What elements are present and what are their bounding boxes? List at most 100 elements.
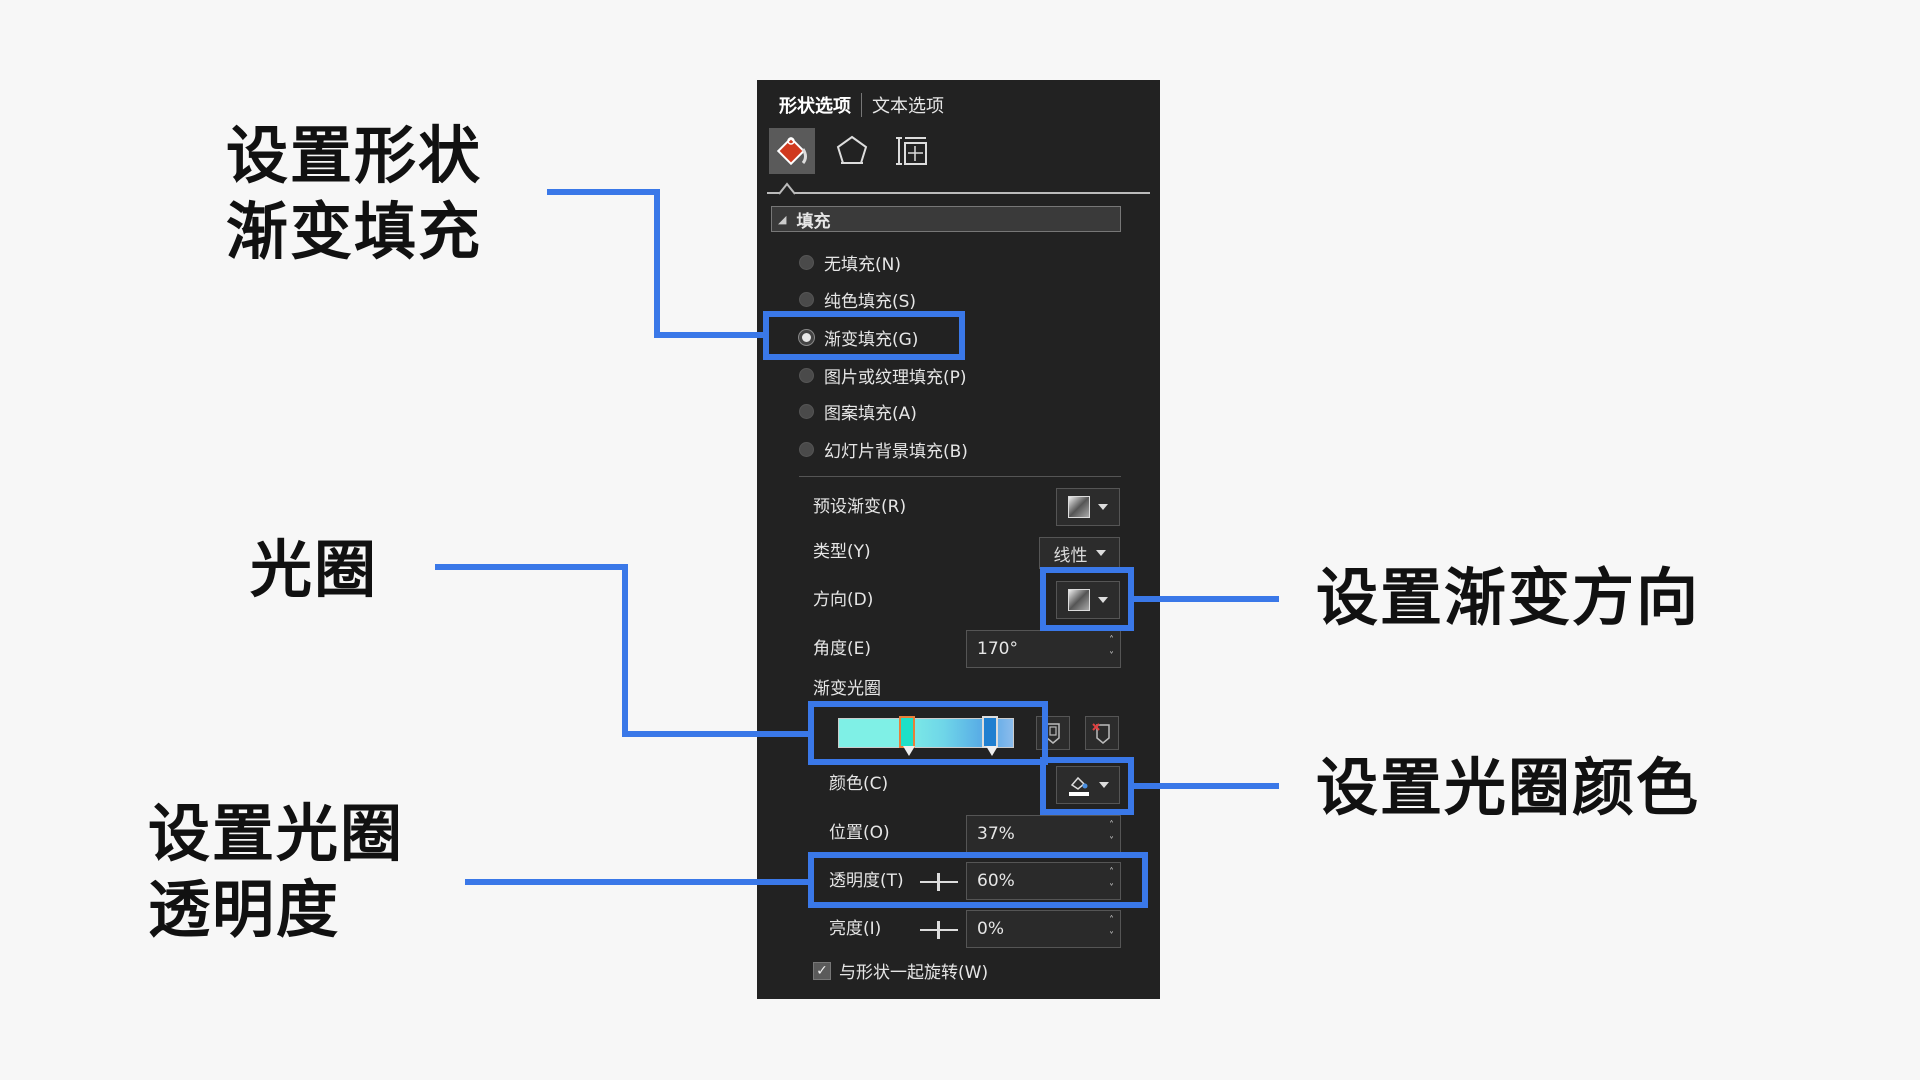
gradient-stop-2[interactable] bbox=[982, 716, 998, 756]
radio-label: 渐变填充(G) bbox=[824, 329, 919, 350]
spinner-arrows-icon[interactable]: ˄˅ bbox=[1109, 635, 1114, 662]
preset-gradient-dropdown[interactable] bbox=[1056, 488, 1120, 526]
radio-solid-fill[interactable]: 纯色填充(S) bbox=[799, 286, 916, 312]
highlight-gradient-stops bbox=[808, 701, 1048, 765]
dropdown-arrow-icon bbox=[1095, 550, 1106, 556]
section-divider bbox=[799, 476, 1121, 477]
remove-gradient-stop-button[interactable] bbox=[1085, 716, 1119, 750]
direction-label: 方向(D) bbox=[813, 590, 874, 610]
stop-pointer-icon bbox=[986, 746, 998, 756]
spinner-arrows-icon[interactable]: ˄˅ bbox=[1109, 915, 1114, 942]
radio-button[interactable] bbox=[799, 403, 814, 419]
preset-gradient-label: 预设渐变(R) bbox=[813, 497, 907, 517]
add-gradient-stop-button[interactable] bbox=[1036, 716, 1070, 750]
brightness-label: 亮度(I) bbox=[829, 919, 882, 939]
tab-underline bbox=[767, 192, 1150, 194]
radio-button[interactable] bbox=[799, 367, 814, 383]
section-title: 填充 bbox=[796, 211, 831, 232]
highlight-stop-color bbox=[1040, 757, 1134, 815]
radio-label: 图案填充(A) bbox=[824, 403, 917, 424]
radio-label: 纯色填充(S) bbox=[824, 291, 917, 312]
radio-gradient-fill[interactable]: 渐变填充(G) bbox=[799, 324, 918, 350]
angle-label: 角度(E) bbox=[813, 639, 872, 659]
highlight-direction bbox=[1040, 567, 1134, 631]
collapse-triangle-icon: ◢ bbox=[778, 212, 787, 226]
connector-transparency bbox=[465, 879, 810, 885]
transparency-spinner[interactable]: 60% ˄˅ bbox=[966, 862, 1121, 900]
connector-gradient-fill bbox=[654, 189, 660, 338]
connector-direction bbox=[1133, 596, 1279, 602]
dropdown-arrow-icon bbox=[1098, 504, 1108, 510]
effects-pentagon-icon[interactable] bbox=[829, 128, 875, 174]
radio-button[interactable] bbox=[799, 291, 814, 307]
active-tab-caret-icon bbox=[779, 182, 795, 195]
tab-shape-options[interactable]: 形状选项 bbox=[779, 96, 851, 117]
annotation-direction: 设置渐变方向 bbox=[1316, 560, 1700, 636]
radio-label: 幻灯片背景填充(B) bbox=[824, 441, 968, 462]
gradient-stop-1-selected[interactable] bbox=[899, 716, 915, 756]
brightness-spinner[interactable]: 0% ˄˅ bbox=[966, 910, 1121, 948]
connector-stop-color bbox=[1133, 783, 1279, 789]
stop-color-dropdown[interactable] bbox=[1056, 766, 1120, 804]
remove-stop-icon bbox=[1092, 723, 1110, 744]
rotate-with-shape-checkbox[interactable]: ✓ bbox=[813, 962, 831, 980]
radio-button-selected[interactable] bbox=[799, 329, 814, 345]
highlight-gradient-fill bbox=[763, 311, 965, 360]
connector-gradient-fill bbox=[547, 189, 660, 195]
position-spinner[interactable]: 37% ˄˅ bbox=[966, 815, 1121, 853]
spinner-arrows-icon[interactable]: ˄˅ bbox=[1109, 820, 1114, 847]
annotation-line: 设置渐变方向 bbox=[1316, 561, 1701, 634]
radio-button[interactable] bbox=[799, 441, 814, 457]
annotation-line: 设置形状 bbox=[226, 119, 483, 192]
fill-section-header[interactable]: ◢ 填充 bbox=[771, 206, 1121, 232]
highlight-transparency bbox=[808, 852, 1148, 908]
position-label: 位置(O) bbox=[829, 823, 890, 843]
radio-no-fill[interactable]: 无填充(N) bbox=[799, 249, 901, 275]
dropdown-arrow-icon bbox=[1098, 597, 1108, 603]
annotation-line: 渐变填充 bbox=[226, 195, 483, 268]
category-icons bbox=[769, 128, 935, 174]
gradient-direction-icon bbox=[1068, 589, 1090, 611]
paint-bucket-icon bbox=[1069, 776, 1089, 796]
radio-picture-fill[interactable]: 图片或纹理填充(P) bbox=[799, 362, 967, 388]
radio-pattern-fill[interactable]: 图案填充(A) bbox=[799, 398, 917, 424]
brightness-value: 0% bbox=[977, 919, 1004, 939]
annotation-transparency: 设置光圈 透明度 bbox=[148, 796, 404, 948]
color-label: 颜色(C) bbox=[829, 774, 889, 794]
tab-text-options[interactable]: 文本选项 bbox=[872, 96, 944, 117]
position-value: 37% bbox=[977, 824, 1015, 844]
panel-tabs: 形状选项 文本选项 bbox=[771, 88, 952, 122]
connector-gradient-fill bbox=[654, 332, 766, 338]
transparency-label: 透明度(T) bbox=[829, 871, 904, 891]
type-dropdown[interactable]: 线性 bbox=[1039, 537, 1120, 569]
radio-button[interactable] bbox=[799, 254, 814, 270]
radio-slide-background-fill[interactable]: 幻灯片背景填充(B) bbox=[799, 436, 968, 462]
transparency-slider[interactable] bbox=[920, 873, 958, 891]
transparency-value: 60% bbox=[977, 871, 1015, 891]
annotation-stop-color: 设置光圈颜色 bbox=[1316, 750, 1700, 826]
dropdown-arrow-icon bbox=[1099, 782, 1109, 788]
connector-gradient-stop bbox=[435, 564, 628, 570]
annotation-line: 设置光圈颜色 bbox=[1316, 751, 1701, 824]
radio-label: 图片或纹理填充(P) bbox=[824, 367, 967, 388]
angle-spinner[interactable]: 170° ˄˅ bbox=[966, 630, 1121, 668]
annotation-line: 设置光圈 bbox=[148, 797, 405, 870]
annotation-line: 光圈 bbox=[250, 533, 379, 606]
type-label: 类型(Y) bbox=[813, 542, 871, 562]
connector-gradient-stop bbox=[622, 731, 810, 737]
gradient-swatch-icon bbox=[1068, 496, 1090, 518]
type-value: 线性 bbox=[1053, 545, 1088, 566]
direction-dropdown[interactable] bbox=[1056, 581, 1120, 619]
spinner-arrows-icon[interactable]: ˄˅ bbox=[1109, 867, 1114, 894]
fill-line-icon[interactable] bbox=[769, 128, 815, 174]
connector-gradient-stop bbox=[622, 564, 628, 737]
gradient-stops-label: 渐变光圈 bbox=[813, 679, 881, 699]
annotation-gradient-fill: 设置形状 渐变填充 bbox=[226, 118, 482, 270]
angle-value: 170° bbox=[977, 639, 1018, 659]
size-properties-icon[interactable] bbox=[889, 128, 935, 174]
annotation-line: 透明度 bbox=[148, 873, 341, 946]
rotate-with-shape-label: 与形状一起旋转(W) bbox=[839, 963, 989, 983]
tab-separator bbox=[861, 93, 862, 117]
stop-pointer-icon bbox=[903, 746, 915, 756]
brightness-slider[interactable] bbox=[920, 921, 958, 939]
